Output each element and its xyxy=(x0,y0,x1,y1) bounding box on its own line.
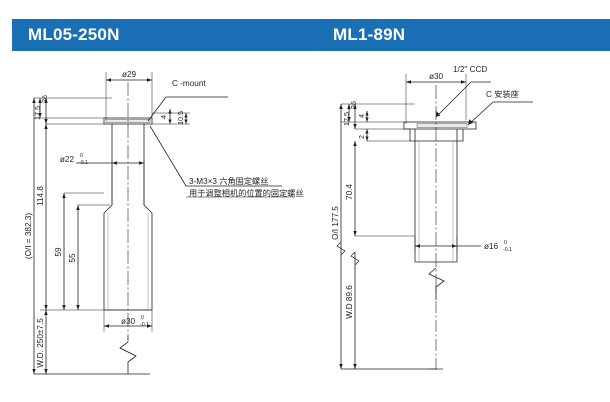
dim-label-70-4: 70.4 xyxy=(345,184,354,200)
arrow-ccd xyxy=(436,111,441,117)
dim-label-o30-tol-upper: 0 xyxy=(141,315,144,321)
arrow-59-top xyxy=(62,193,66,198)
arrow-17-5-bottom xyxy=(38,113,42,118)
arrow-o29-left xyxy=(106,78,111,82)
arrow-o30-right xyxy=(147,324,152,328)
dim-label-114-8: 114.8 xyxy=(36,186,45,206)
drawing-ml1-89n: ø30 1/2" CCD C 安装座 17.5 26 4 2 70.4 O/I … xyxy=(331,65,533,372)
panel-title-bar-left: ML05-250N xyxy=(12,19,332,51)
dim-label-55: 55 xyxy=(68,253,77,263)
arrow-r-4-bottom xyxy=(365,117,369,122)
arrow-114-8-top xyxy=(44,124,48,129)
dim-label-o22-tol-upper: 0 xyxy=(80,153,83,159)
arrow-r-2-top xyxy=(365,129,369,134)
dim-label-flange-thickness: 4 xyxy=(159,115,168,119)
arrow-70-4-bottom xyxy=(353,231,357,236)
arrow-r-2-bottom xyxy=(365,136,369,141)
arrow-59-bottom xyxy=(62,305,66,310)
leader-screw-note xyxy=(149,125,282,187)
dim-label-step-height: 2 xyxy=(357,135,366,139)
panel-title-left: ML05-250N xyxy=(28,25,120,44)
dim-label-o30: ø30 xyxy=(121,317,136,326)
arrow-26-bottom xyxy=(44,119,48,124)
dim-label-o30-top: ø30 xyxy=(429,72,444,81)
label-c-mount-seat: C 安装座 xyxy=(486,89,519,99)
dim-label-o22-tol-lower: -0.1 xyxy=(79,160,88,166)
label-c-mount: C -mount xyxy=(172,79,206,88)
dim-label-r-flange-thickness: 4 xyxy=(357,114,366,118)
part-step-right xyxy=(409,129,464,142)
arrow-26-top xyxy=(44,98,48,103)
arrow-10-5-top xyxy=(184,113,188,118)
arrow-17-5-top xyxy=(38,98,42,103)
arrow-wd-bottom xyxy=(44,369,48,374)
dim-label-o30-tol-lower: -0.1 xyxy=(140,322,149,328)
arrow-oi-bottom xyxy=(32,369,36,374)
break-oi-right xyxy=(336,241,346,256)
arrow-10-5-bottom xyxy=(184,119,188,124)
arrow-oi-right-bottom xyxy=(339,364,343,369)
dim-label-o16: ø16 xyxy=(484,242,499,251)
dim-label-r-17-5: 17.5 xyxy=(342,112,351,126)
arrow-4-top xyxy=(168,109,172,114)
arrow-o30-left xyxy=(104,324,109,328)
leader-c-mount xyxy=(147,96,228,122)
leader-c-mount-right xyxy=(467,101,533,126)
arrow-r-26-bottom xyxy=(353,124,357,129)
arrow-c-mount-right xyxy=(468,119,474,125)
arrow-oi-top xyxy=(32,98,36,103)
drawing-ml05-250n: ø29 C -mount 17.5 26 4 10.5 ø22 0 -0.1 3… xyxy=(24,70,304,375)
dim-label-59: 59 xyxy=(54,247,63,257)
annotation-screw-line2: 用于调整相机的位置的固定螺丝 xyxy=(189,188,304,198)
arrow-55-top xyxy=(76,205,80,210)
dim-label-wd-right: W.D 89.6 xyxy=(345,285,354,319)
arrow-4-bottom xyxy=(168,119,172,124)
dim-label-flange-height: 10.5 xyxy=(176,111,185,125)
panel-ml1-89n: ML1-89N xyxy=(305,0,610,402)
dim-label-overall-length: (O/I = 382.3) xyxy=(24,213,33,259)
dim-label-o22: ø22 xyxy=(60,155,75,164)
dim-label-17-5: 17.5 xyxy=(33,106,42,120)
arrow-wd-right-bottom xyxy=(353,364,357,369)
arrow-r-17-5-bottom xyxy=(347,117,351,122)
arrow-o22-left xyxy=(112,161,117,165)
panel-title-bar-right: ML1-89N xyxy=(317,19,610,51)
arrow-oi-right-top xyxy=(339,104,343,109)
arrow-o16-right xyxy=(452,244,457,248)
dim-label-o29: ø29 xyxy=(122,70,137,79)
label-ccd: 1/2" CCD xyxy=(453,65,487,74)
dim-label-oi-right: O/I 177.5 xyxy=(331,206,340,240)
part-flange-slot-right xyxy=(416,123,468,128)
arrow-o16-left xyxy=(415,244,420,248)
arrow-o30-top-left xyxy=(406,80,411,84)
arrow-o22-right xyxy=(139,161,144,165)
break-symbol-right xyxy=(428,267,445,300)
dim-label-working-distance: W.D. 250±7.5 xyxy=(36,318,45,368)
arrow-70-4-top xyxy=(353,141,357,146)
arrow-wd-top xyxy=(44,310,48,315)
dim-label-o16-tol-lower: -0.1 xyxy=(503,247,512,253)
arrow-r-26-top xyxy=(353,104,357,109)
arrow-o30-top-right xyxy=(461,80,466,84)
break-wd-right xyxy=(350,251,360,266)
arrow-55-bottom xyxy=(76,305,80,310)
dim-label-26: 26 xyxy=(40,95,49,103)
dim-label-o16-tol-upper: 0 xyxy=(504,240,507,246)
panel-ml05-250n: ML05-250N xyxy=(12,19,332,375)
arrow-o29-right xyxy=(147,78,152,82)
dim-label-r-26: 26 xyxy=(349,101,358,109)
break-symbol-left xyxy=(119,341,137,374)
leader-ccd xyxy=(435,81,491,118)
arrow-114-8-bottom xyxy=(44,305,48,310)
annotation-screw-line1: 3-M3×3 六角固定螺丝 xyxy=(189,176,268,186)
panel-title-right: ML1-89N xyxy=(333,25,406,44)
arrow-r-17-5-top xyxy=(347,104,351,109)
arrow-r-4-top xyxy=(365,111,369,116)
